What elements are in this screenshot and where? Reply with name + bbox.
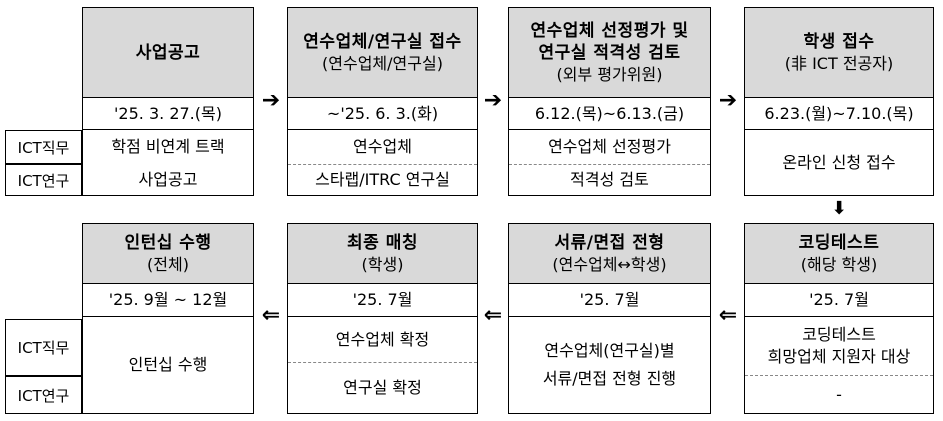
step-cell: 코딩테스트 <box>802 325 876 344</box>
step-internship: 인턴십 수행 (전체) '25. 9월 ~ 12월 인턴십 수행 <box>82 223 254 414</box>
step-header: 최종 매칭 (학생) <box>288 224 477 284</box>
step-cell: 연수업체 확정 <box>335 329 430 349</box>
side-label-ict-research-1: ICT연구 <box>5 164 82 196</box>
step-title: 서류/면접 전형 <box>554 232 665 253</box>
step-date: ~'25. 6. 3.(화) <box>288 98 477 130</box>
step-date: 6.23.(월)~7.10.(목) <box>745 98 933 130</box>
step-header: 인턴십 수행 (전체) <box>83 224 253 284</box>
step-cell: 연수업체(연구실)별 <box>544 341 675 360</box>
step-student-intake: 학생 접수 (非 ICT 전공자) 6.23.(월)~7.10.(목) 온라인 … <box>744 7 934 196</box>
step-cell: 서류/면접 전형 진행 <box>542 369 677 388</box>
step-cell: - <box>745 375 933 413</box>
step-title: 사업공고 <box>135 42 201 63</box>
side-label-ict-job-2: ICT직무 <box>5 319 82 376</box>
step-date: '25. 7월 <box>288 284 477 317</box>
step-cell: 학점 비연계 트랙 <box>111 137 225 156</box>
step-header: 코딩테스트 (해당 학생) <box>745 224 933 284</box>
arrow-left-icon: ⇐ <box>483 303 503 328</box>
step-cell: 적격성 검토 <box>509 164 710 195</box>
step-subtitle: (연수업체/연구실) <box>322 53 443 73</box>
step-subtitle: (외부 평가위원) <box>556 64 663 84</box>
arrow-right-icon: ➔ <box>718 88 738 113</box>
step-header: 사업공고 <box>83 8 253 98</box>
side-label-ict-job-1: ICT직무 <box>5 130 82 164</box>
step-date: '25. 9월 ~ 12월 <box>83 284 253 317</box>
arrow-right-icon: ➔ <box>261 88 281 113</box>
step-header: 서류/면접 전형 (연수업체↔학생) <box>509 224 710 284</box>
step-date: '25. 3. 27.(목) <box>83 98 253 130</box>
step-date: '25. 7월 <box>509 284 710 317</box>
step-cell: 연수업체 선정평가 <box>548 137 671 156</box>
step-cell: 희망업체 지원자 대상 <box>767 347 911 366</box>
step-cell: 사업공고 <box>138 169 198 189</box>
step-header: 학생 접수 (非 ICT 전공자) <box>745 8 933 98</box>
side-label-ict-research-2: ICT연구 <box>5 376 82 414</box>
step-title: 코딩테스트 <box>798 232 880 253</box>
step-title: 연수업체/연구실 접수 <box>303 31 462 52</box>
step-evaluation: 연수업체 선정평가 및 연구실 적격성 검토 (외부 평가위원) 6.12.(목… <box>508 7 711 196</box>
arrow-left-icon: ⇐ <box>718 303 738 328</box>
step-title: 인턴십 수행 <box>124 232 212 253</box>
step-title: 최종 매칭 <box>347 232 418 253</box>
step-company-lab-intake: 연수업체/연구실 접수 (연수업체/연구실) ~'25. 6. 3.(화) 연수… <box>287 7 478 196</box>
step-header: 연수업체/연구실 접수 (연수업체/연구실) <box>288 8 477 98</box>
step-title: 연수업체 선정평가 및 <box>530 20 689 41</box>
step-date: '25. 7월 <box>745 284 933 317</box>
step-cell-group: 연수업체(연구실)별 서류/면접 전형 진행 <box>509 317 710 413</box>
step-subtitle: (해당 학생) <box>800 254 878 274</box>
step-subtitle: (전체) <box>147 254 189 274</box>
step-cell: 연구실 확정 <box>288 362 477 413</box>
step-cell: 연수업체 <box>353 137 412 156</box>
step-cell-group: 코딩테스트 희망업체 지원자 대상 <box>745 317 933 375</box>
step-subtitle: (非 ICT 전공자) <box>784 53 894 73</box>
arrow-down-icon: ⬇ <box>831 198 847 219</box>
step-title: 학생 접수 <box>803 31 875 52</box>
arrow-right-icon: ➔ <box>483 88 503 113</box>
arrow-left-icon: ⇐ <box>261 303 281 328</box>
step-date: 6.12.(목)~6.13.(금) <box>509 98 710 130</box>
step-cell: 온라인 신청 접수 <box>782 152 896 172</box>
step-subtitle: (연수업체↔학생) <box>552 254 667 274</box>
step-cell: 인턴십 수행 <box>128 355 208 374</box>
step-coding-test: 코딩테스트 (해당 학생) '25. 7월 코딩테스트 희망업체 지원자 대상 … <box>744 223 934 414</box>
step-header: 연수업체 선정평가 및 연구실 적격성 검토 (외부 평가위원) <box>509 8 710 98</box>
step-title-line2: 연구실 적격성 검토 <box>538 42 681 63</box>
step-announcement: 사업공고 '25. 3. 27.(목) 학점 비연계 트랙 사업공고 <box>82 7 254 196</box>
step-screening: 서류/면접 전형 (연수업체↔학생) '25. 7월 연수업체(연구실)별 서류… <box>508 223 711 414</box>
step-subtitle: (학생) <box>361 254 404 274</box>
step-cell: 스타랩/ITRC 연구실 <box>288 164 477 195</box>
step-final-matching: 최종 매칭 (학생) '25. 7월 연수업체 확정 연구실 확정 <box>287 223 478 414</box>
